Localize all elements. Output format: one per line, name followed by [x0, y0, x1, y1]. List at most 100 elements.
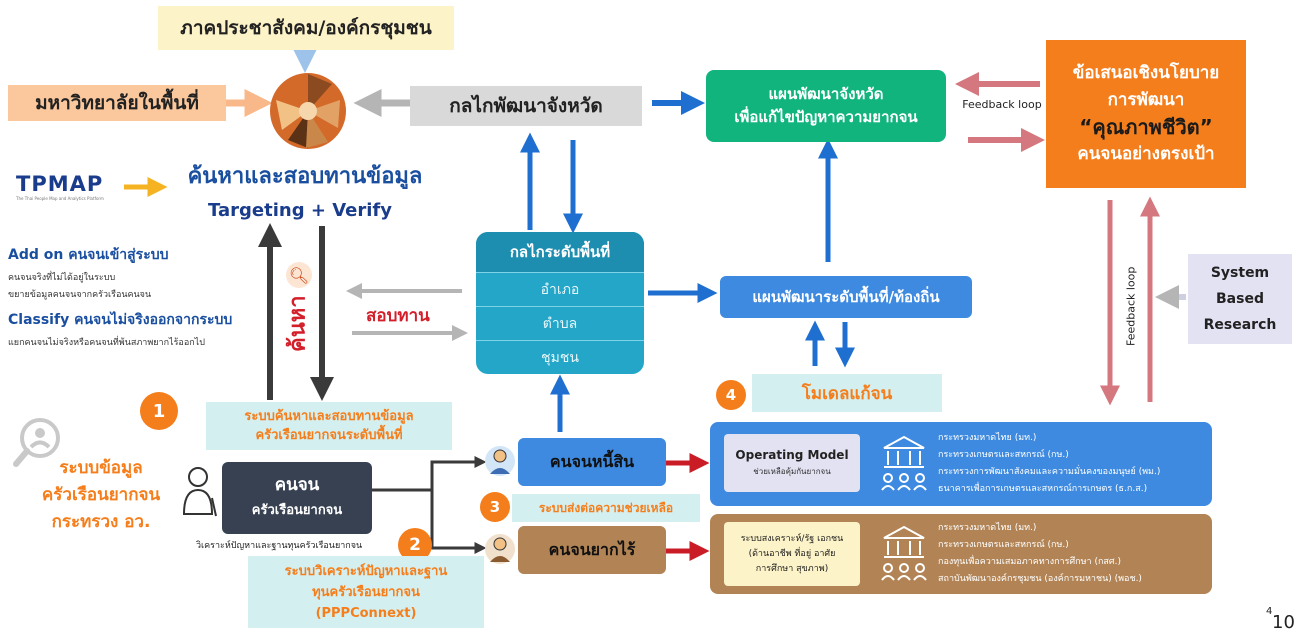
poor-household-box: คนจน ครัวเรือนยากจน [222, 462, 372, 534]
feedback-loop-horizontal: Feedback loop [954, 98, 1050, 111]
step3-number: 3 [489, 498, 501, 516]
university-label: มหาวิทยาลัยในพื้นที่ [35, 92, 199, 114]
bank-people-icon [878, 434, 930, 492]
system-based-line2: Based [1216, 291, 1264, 307]
operating-model-subtitle: ช่วยเหลือคุ้มกันยากจน [753, 467, 831, 476]
model-box: โมเดลแก้จน [752, 374, 942, 412]
step2-number: 2 [409, 535, 421, 555]
magnifier-icon: 🔍︎ [286, 262, 312, 288]
page-number-small: 4 [1266, 606, 1272, 617]
step1-line2: ครัวเรือนยากจนระดับพื้นที่ [255, 428, 403, 443]
analysis-caption-text: วิเคราะห์ปัญหาและฐานทุนครัวเรือนยากจน [196, 541, 363, 551]
debt-poor-label: คนจนหนี้สิน [549, 451, 635, 471]
province-plan-box: แผนพัฒนาจังหวัด เพื่อแก้ไขปัญหาความยากจน [706, 70, 946, 142]
step2-system-box: ระบบวิเคราะห์ปัญหาและฐาน ทุนครัวเรือนยาก… [248, 556, 484, 628]
area-level-district: อำเภอ [476, 272, 644, 306]
policy-line2: การพัฒนา [1107, 90, 1185, 110]
search-verify-subtitle: Targeting + Verify [180, 200, 420, 221]
household-system-line1: ระบบข้อมูล [59, 457, 143, 478]
classify-item: แยกคนจนไม่จริงหรือคนจนที่พ้นสภาพยากไร้ออ… [8, 338, 205, 348]
step1-line1: ระบบค้นหาและสอบทานข้อมูล [244, 409, 414, 424]
verify-label: สอบทาน [366, 302, 446, 329]
welfare-model-item: กระทรวงเกษตรและสหกรณ์ (กษ.) [938, 540, 1069, 550]
system-based-research-box: System Based Research [1188, 254, 1292, 344]
step4-badge: 4 [716, 380, 746, 410]
welfare-model-item: สถาบันพัฒนาองค์กรชุมชน (องค์การมหาชน) (พ… [938, 574, 1142, 584]
step3-label: ระบบส่งต่อความช่วยเหลือ [538, 500, 674, 515]
system-based-line1: System [1210, 265, 1270, 281]
province-plan-line2: เพื่อแก้ไขปัญหาความยากจน [734, 108, 918, 126]
feedback-loop-h-text: Feedback loop [962, 98, 1042, 111]
feedback-loop-vertical: Feedback loop [1120, 256, 1142, 356]
step1-badge: 1 [140, 392, 178, 430]
operating-model-card: Operating Model ช่วยเหลือคุ้มกันยากจน [724, 434, 860, 492]
add-on-title: Add on คนจนเข้าสู่ระบบ [8, 247, 169, 263]
household-system-line2: ครัวเรือนยากจน [41, 484, 161, 505]
welfare-model-item: กระทรวงมหาดไทย (มท.) [938, 523, 1037, 533]
elderly-people-icon [176, 464, 220, 518]
province-mechanism-label: กลไกพัฒนาจังหวัด [449, 95, 603, 117]
area-level-community: ชุมชน [476, 340, 644, 374]
poor-box-line2: ครัวเรือนยากจน [251, 503, 343, 518]
model-label: โมเดลแก้จน [801, 383, 893, 404]
university-box: มหาวิทยาลัยในพื้นที่ [8, 85, 226, 121]
step3-referral-box: ระบบส่งต่อความช่วยเหลือ [512, 494, 700, 522]
operating-model-list: กระทรวงมหาดไทย (มท.) กระทรวงเกษตรและสหกร… [938, 430, 1208, 498]
welfare-model-item: กองทุนเพื่อความเสมอภาคทางการศึกษา (กสศ.) [938, 557, 1121, 567]
add-on-section: Add on คนจนเข้าสู่ระบบ คนจนจริงที่ไม่ได้… [8, 244, 258, 349]
local-plan-box: แผนพัฒนาระดับพื้นที่/ท้องถิ่น [720, 276, 972, 318]
community-label: ภาคประชาสังคม/องค์กรชุมชน [180, 17, 432, 39]
policy-box: ข้อเสนอเชิงนโยบาย การพัฒนา “คุณภาพชีวิต”… [1046, 40, 1246, 188]
province-mechanism-box: กลไกพัฒนาจังหวัด [410, 86, 642, 126]
debt-person-icon [484, 444, 516, 478]
step4-number: 4 [725, 386, 737, 404]
welfare-model-panel: ระบบสงเคราะห์/รัฐ เอกชน (ด้านอาชีพ ที่อย… [710, 514, 1212, 594]
search-vertical-label: ค้นหา [278, 292, 318, 356]
analysis-caption: วิเคราะห์ปัญหาและฐานทุนครัวเรือนยากจน [196, 538, 416, 552]
verify-label-text: สอบทาน [366, 306, 430, 326]
step1-number: 1 [152, 400, 166, 422]
system-based-line3: Research [1203, 317, 1277, 333]
poor-box-line1: คนจน [274, 475, 320, 495]
area-mechanism-title: กลไกระดับพื้นที่ [476, 232, 644, 272]
welfare-model-list: กระทรวงมหาดไทย (มท.) กระทรวงเกษตรและสหกร… [938, 520, 1208, 588]
tpmap-logo: TPMAP The Thai People Map and Analytics … [16, 172, 126, 208]
policy-line4: คนจนอย่างตรงเป้า [1077, 144, 1215, 164]
operating-model-item: กระทรวงเกษตรและสหกรณ์ (กษ.) [938, 450, 1069, 460]
search-vertical-text: ค้นหา [285, 295, 311, 353]
tpmap-logo-text: TPMAP [16, 172, 104, 196]
search-verify-title: ค้นหาและสอบทานข้อมูล [170, 158, 440, 193]
policy-line3: “คุณภาพชีวิต” [1079, 115, 1213, 139]
person-search-icon [10, 414, 66, 470]
add-on-item: คนจนจริงที่ไม่ได้อยู่ในระบบ [8, 273, 116, 283]
operating-model-item: ธนาคารเพื่อการเกษตรและสหกรณ์การเกษตร (ธ.… [938, 484, 1148, 494]
bank-people-icon [878, 524, 930, 582]
step1-system-box: ระบบค้นหาและสอบทานข้อมูล ครัวเรือนยากจนร… [206, 402, 452, 450]
area-mechanism-box: กลไกระดับพื้นที่ อำเภอ ตำบล ชุมชน [476, 232, 644, 374]
household-data-system: ระบบข้อมูล ครัวเรือนยากจน กระทรวง อว. [20, 452, 182, 538]
welfare-line2: (ด้านอาชีพ ที่อยู่ อาศัย [748, 548, 836, 559]
welfare-line1: ระบบสงเคราะห์/รัฐ เอกชน [740, 533, 844, 544]
area-level-subdistrict: ตำบล [476, 306, 644, 340]
debt-poor-box: คนจนหนี้สิน [518, 438, 666, 486]
welfare-model-card: ระบบสงเคราะห์/รัฐ เอกชน (ด้านอาชีพ ที่อย… [724, 522, 860, 586]
operating-model-panel: Operating Model ช่วยเหลือคุ้มกันยากจน กร… [710, 422, 1212, 506]
feedback-loop-v-text: Feedback loop [1124, 266, 1138, 346]
classify-title: Classify คนจนไม่จริงออกจากระบบ [8, 312, 233, 328]
province-plan-line1: แผนพัฒนาจังหวัด [768, 85, 884, 103]
operating-model-title: Operating Model [735, 448, 849, 462]
operating-model-item: กระทรวงมหาดไทย (มท.) [938, 433, 1037, 443]
page-small-text: 4 [1266, 606, 1273, 617]
add-on-item: ขยายข้อมูลคนจนจากครัวเรือนคนจน [8, 290, 152, 300]
step3-badge: 3 [480, 492, 510, 522]
tpmap-subtitle: The Thai People Map and Analytics Platfo… [16, 196, 104, 201]
operating-model-item: กระทรวงการพัฒนาสังคมและความมั่นคงของมนุษ… [938, 467, 1161, 477]
step2-line1: ระบบวิเคราะห์ปัญหาและฐาน [284, 563, 448, 579]
destitute-poor-box: คนจนยากไร้ [518, 526, 666, 574]
local-plan-label: แผนพัฒนาระดับพื้นที่/ท้องถิ่น [752, 288, 940, 306]
step2-line3: (PPPConnext) [315, 605, 417, 621]
community-box: ภาคประชาสังคม/องค์กรชุมชน [158, 6, 454, 50]
step2-line2: ทุนครัวเรือนยากจน [312, 584, 420, 600]
search-subtitle-text: Targeting + Verify [208, 200, 392, 221]
